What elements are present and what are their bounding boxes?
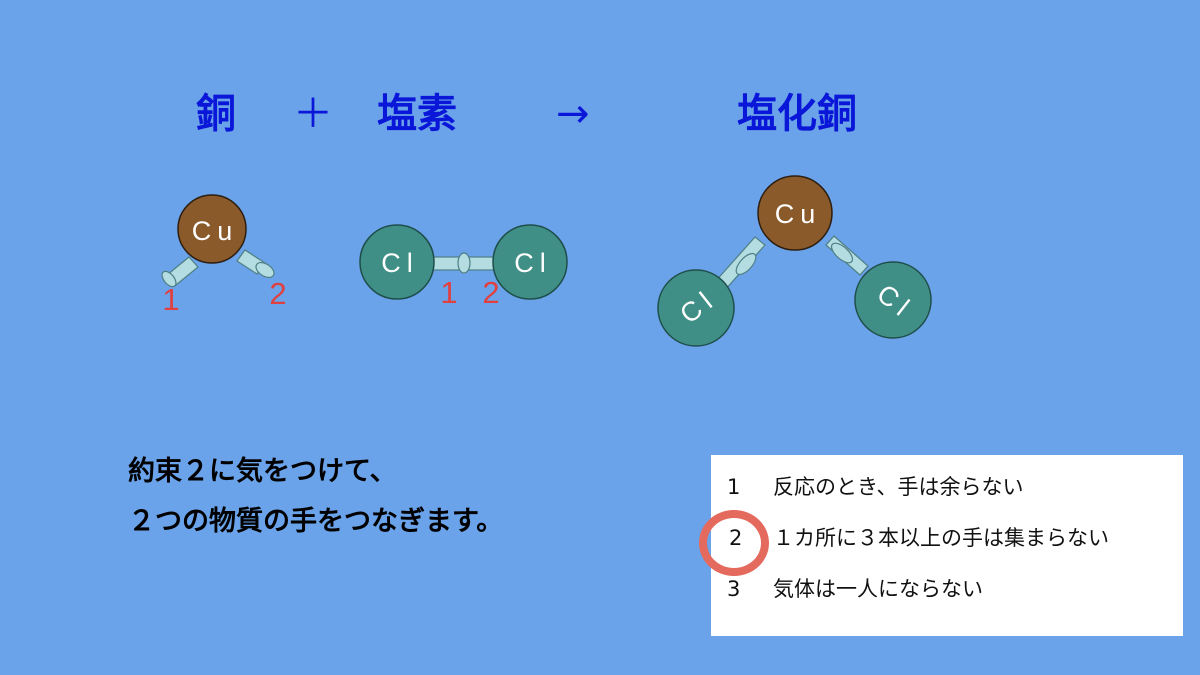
copper-hand-label-2: 2: [269, 276, 286, 311]
chlorine-atom-left: [359, 224, 435, 300]
rules-box: 1 反応のとき、手は余らない 2 １カ所に３本以上の手は集まらない 3 気体は一…: [711, 455, 1183, 636]
rule-text: 反応のとき、手は余らない: [773, 475, 1024, 499]
copper-chloride-bond-right: [825, 235, 869, 276]
copper-atom: [177, 194, 247, 264]
instruction-line-2: ２つの物質の手をつなぎます。: [128, 506, 504, 537]
copper-hand-right: [236, 249, 275, 279]
rule-text: 気体は一人にならない: [773, 577, 983, 601]
copper-chloride-chlorine-atom-right: [854, 261, 932, 339]
chlorine-symbol-right: Cl: [514, 248, 552, 278]
chlorine-symbol-left: Cl: [381, 248, 419, 278]
chlorine-atom-right: [492, 224, 568, 300]
copper-chloride-chlorine-atom-left: [657, 269, 735, 347]
copper-symbol: Cu: [192, 216, 239, 246]
equation-reactant-copper: 銅: [196, 91, 236, 137]
chlorine-hand-label-2: 2: [482, 275, 499, 310]
equation-plus-sign: ＋: [293, 91, 333, 137]
molecule-diagram: Cu Cl Cl Cu Cl Cl 1 2 1 2: [161, 175, 932, 347]
chlorine-bond: [430, 252, 502, 274]
rule-number: 3: [727, 577, 741, 601]
chlorine-hand-label-1: 1: [440, 275, 457, 310]
equation-product-copper-chloride: 塩化銅: [737, 91, 857, 137]
copper-hand-left: [161, 256, 199, 288]
rule-number: 1: [727, 475, 741, 499]
instruction-line-1: 約束２に気をつけて、: [128, 456, 397, 487]
rule-2-highlight-ring: [699, 510, 769, 576]
rule-text: １カ所に３本以上の手は集まらない: [773, 526, 1109, 550]
equation-arrow: →: [556, 91, 590, 137]
copper-hand-label-1: 1: [162, 282, 179, 317]
copper-chloride-copper-atom: [757, 175, 833, 251]
equation-reactant-chlorine: 塩素: [377, 91, 457, 137]
copper-chloride-copper-symbol: Cu: [775, 199, 822, 229]
